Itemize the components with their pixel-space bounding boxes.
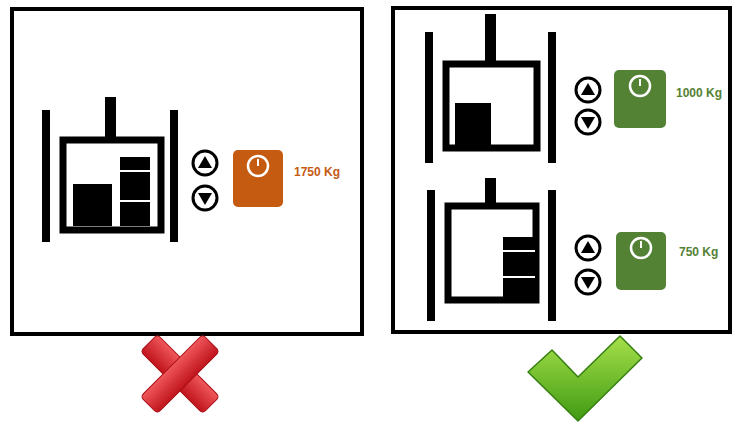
scale-needle [640, 241, 642, 248]
cable [105, 97, 116, 139]
scale-icon [233, 150, 283, 207]
scale-body [233, 150, 283, 207]
call-buttons [576, 236, 600, 294]
up-arrow [581, 83, 595, 95]
weight-label: 750 Kg [679, 245, 718, 259]
down-arrow [198, 193, 212, 205]
shaft-rail [425, 32, 433, 163]
cargo-box [73, 184, 112, 226]
down-arrow [581, 117, 595, 129]
cargo-stack [503, 237, 535, 299]
up-button [193, 151, 217, 175]
wrong-mark [140, 334, 219, 413]
up-arrow [581, 241, 595, 253]
elevator-symbol [425, 14, 556, 163]
cargo-stack [120, 157, 150, 226]
scale-dial [630, 76, 650, 96]
weight-label: 1000 Kg [676, 86, 722, 100]
up-button [576, 78, 600, 102]
scale-dial [248, 156, 268, 176]
elevator-symbol [427, 178, 556, 321]
panel-frame [12, 9, 362, 334]
down-arrow [581, 277, 595, 289]
weight-label: 1750 Kg [294, 165, 340, 179]
shaft-rail [42, 110, 50, 242]
correct-mark [528, 336, 642, 421]
scale-body [616, 232, 666, 290]
cargo-box [455, 103, 491, 145]
cross-bar [140, 334, 219, 413]
call-buttons [193, 151, 217, 210]
cargo-stripe [503, 276, 535, 278]
cable [485, 14, 496, 64]
shaft-rail [170, 110, 178, 242]
scale-icon [614, 70, 666, 128]
down-button [576, 110, 600, 134]
scale-dial [631, 238, 651, 258]
cross-bar [140, 334, 219, 413]
elevator-symbol [42, 97, 178, 242]
shaft-rail [548, 190, 556, 321]
shaft-rail [548, 32, 556, 163]
scale-icon [616, 232, 666, 290]
cargo-stripe [503, 250, 535, 252]
elevator-car [448, 206, 536, 300]
up-arrow [198, 156, 212, 168]
call-buttons [576, 78, 600, 134]
cable [485, 178, 496, 206]
up-button [576, 236, 600, 260]
shaft-rail [427, 190, 435, 321]
scale-needle [639, 79, 641, 86]
cargo-stripe [120, 200, 150, 202]
down-button [576, 270, 600, 294]
cargo-stripe [120, 170, 150, 172]
scale-body [614, 70, 666, 128]
down-button [193, 186, 217, 210]
scale-needle [257, 159, 259, 166]
elevator-car [446, 64, 537, 148]
elevator-car [63, 140, 161, 230]
panel-frame [393, 8, 730, 332]
